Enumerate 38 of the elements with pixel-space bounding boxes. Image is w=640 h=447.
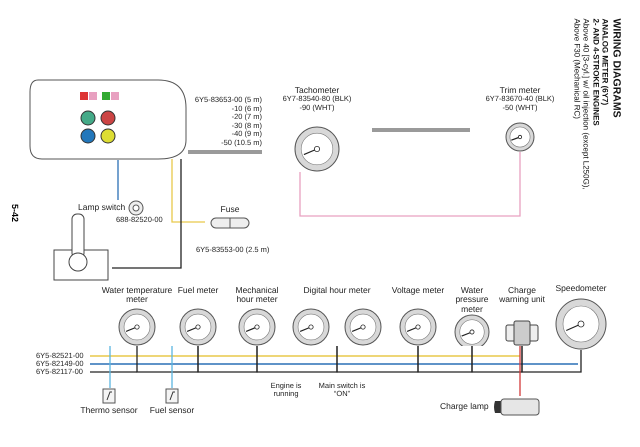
wire	[112, 159, 182, 269]
title: WIRING DIAGRAMS	[610, 18, 622, 120]
meter-label: Voltage meter	[392, 286, 444, 296]
meter-label: Tachometer	[294, 86, 340, 96]
wire	[519, 346, 521, 396]
meter-label: Charge warning unit	[498, 286, 546, 305]
meter-label: Water temperature meter	[100, 286, 174, 305]
wire-harness	[188, 150, 262, 154]
component-label: Fuse	[220, 205, 240, 214]
wire	[521, 346, 582, 373]
subtitle: Above 40 [3-cyl.] w/ oil injection (except L250G),	[581, 18, 591, 192]
component-label: Lamp switch	[78, 203, 126, 213]
meter-label: Mechanical hour meter	[234, 286, 280, 305]
wire	[117, 160, 119, 200]
subtitle: ANALOG METER (6Y7)	[600, 18, 610, 108]
wire	[136, 346, 199, 373]
subtitle: 2- AND 4-STROKE ENGINES	[590, 18, 600, 128]
wire	[171, 346, 173, 388]
component-label: Charge lamp	[440, 402, 489, 412]
wire	[171, 159, 205, 223]
meter-label: Fuel meter	[178, 286, 218, 296]
wire	[109, 346, 111, 388]
wire	[256, 346, 338, 373]
meter-label: Trim meter	[500, 86, 540, 96]
wire	[417, 346, 473, 373]
meter-label: Speedometer	[555, 284, 607, 294]
wire	[471, 346, 523, 373]
subtitle: Above F30 (Mechanical RC)	[572, 18, 582, 121]
page-number: 5-42	[10, 204, 20, 222]
meter-label: Water pressure meter	[454, 286, 490, 314]
remote-control-box-drawing	[28, 78, 188, 160]
wire	[336, 346, 419, 373]
component-label: Thermo sensor	[80, 406, 138, 416]
wire-harness	[372, 128, 470, 132]
component-label: Fuel sensor	[150, 406, 194, 416]
wire	[299, 152, 521, 217]
meter-label: Digital hour meter	[303, 286, 371, 296]
wire	[197, 346, 258, 373]
